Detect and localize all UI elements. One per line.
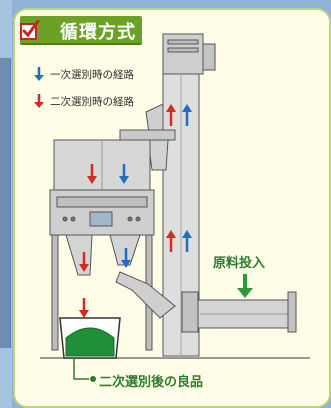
output-label: 二次選別後の良品 — [99, 375, 204, 390]
chute-arrows — [79, 248, 131, 318]
legend-blue-label: 一次選別時の経路 — [50, 69, 134, 81]
input-arrow — [237, 274, 253, 298]
left-side-panel — [0, 58, 11, 348]
checkbox-icon — [20, 20, 40, 40]
title-banner: 循環方式 — [20, 16, 142, 45]
hopper-arrows — [87, 164, 129, 184]
legend-red-label: 二次選別時の経路 — [50, 96, 134, 108]
blue-arrow-down-icon — [34, 67, 44, 81]
output-pointer — [73, 358, 96, 382]
input-label: 原料投入 — [213, 256, 266, 271]
good-product-pile — [65, 327, 115, 357]
elevator-arrows-lower — [166, 230, 192, 252]
red-arrow-down-icon — [34, 94, 44, 108]
title-text: 循環方式 — [60, 22, 136, 43]
elevator-arrows-upper — [166, 104, 192, 126]
